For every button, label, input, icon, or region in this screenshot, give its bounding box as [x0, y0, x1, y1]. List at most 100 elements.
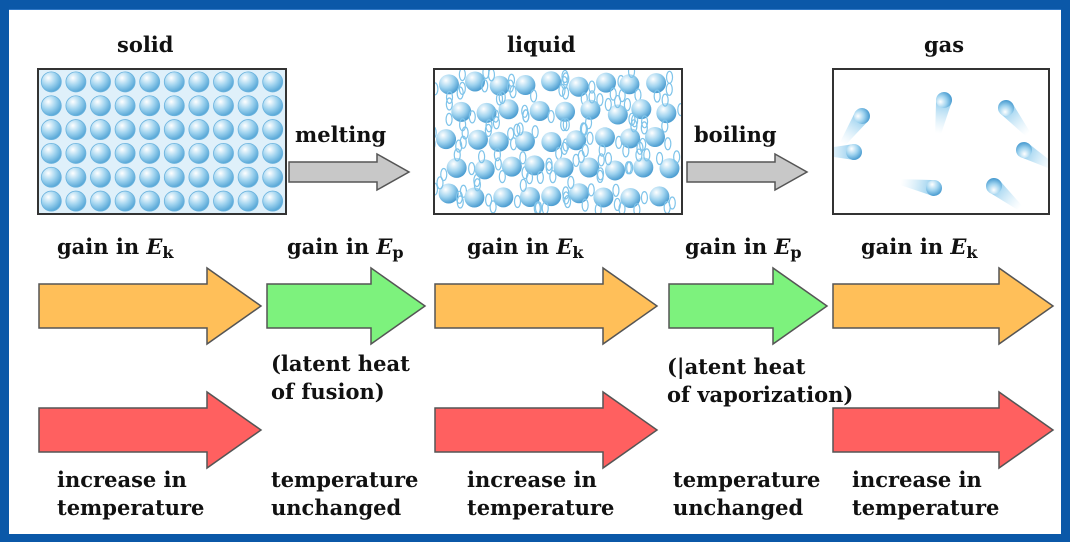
- solid-particle: [114, 166, 136, 188]
- gas-particle: [998, 100, 1031, 136]
- liquid-particle: [594, 127, 615, 148]
- motion-mark: [547, 109, 555, 124]
- potential-energy-arrow-melting: [266, 266, 427, 346]
- liquid-particle: [529, 100, 550, 121]
- solid-particle: [40, 95, 62, 117]
- liquid-particle: [644, 127, 665, 148]
- liquid-particle: [604, 160, 625, 181]
- solid-particles-box: [37, 68, 287, 215]
- gas-particles-box: [832, 68, 1050, 215]
- kinetic-energy-arrow-liquid: [434, 266, 659, 346]
- solid-particle: [90, 190, 111, 212]
- motion-mark: [663, 200, 671, 213]
- solid-particle: [237, 190, 259, 212]
- solid-particle: [40, 71, 62, 93]
- motion-mark: [643, 148, 651, 162]
- solid-particle: [213, 143, 234, 164]
- motion-mark: [655, 151, 664, 166]
- motion-mark: [485, 193, 493, 207]
- liquid-particle: [568, 76, 589, 97]
- liquid-particle: [596, 72, 617, 93]
- motion-mark: [531, 125, 539, 139]
- solid-particle: [90, 71, 111, 93]
- liquid-particle: [451, 101, 472, 122]
- liquid-particle: [498, 99, 519, 120]
- motion-mark: [561, 86, 570, 100]
- motion-mark: [665, 70, 674, 84]
- liquid-particle: [465, 71, 486, 92]
- motion-mark: [560, 141, 569, 155]
- motion-mark: [536, 170, 544, 184]
- liquid-particle: [467, 129, 488, 150]
- energy-label-3: gain in Ek: [467, 234, 584, 262]
- motion-mark: [563, 194, 572, 209]
- solid-particle: [114, 119, 136, 140]
- motion-mark: [587, 183, 595, 197]
- solid-particle: [163, 119, 185, 140]
- liquid-particle: [656, 103, 677, 124]
- motion-mark: [506, 79, 515, 93]
- state-label-solid: solid: [117, 32, 174, 57]
- solid-particle: [188, 119, 210, 140]
- motion-mark: [461, 126, 469, 140]
- motion-mark: [492, 109, 500, 123]
- solid-particle: [40, 119, 62, 140]
- liquid-particle: [438, 183, 459, 204]
- liquid-particle: [541, 131, 562, 152]
- motion-mark: [623, 97, 632, 112]
- motion-mark: [455, 139, 463, 153]
- motion-mark: [453, 148, 461, 162]
- liquid-particle: [436, 129, 457, 150]
- liquid-particle: [620, 128, 641, 149]
- solid-particle: [40, 143, 62, 164]
- motion-mark: [581, 198, 589, 212]
- liquid-particle: [474, 159, 495, 180]
- motion-mark: [627, 70, 636, 79]
- boiling-arrow: [686, 152, 809, 192]
- motion-mark: [618, 202, 626, 213]
- solid-particle: [262, 190, 284, 212]
- motion-mark: [473, 178, 481, 192]
- motion-mark: [612, 183, 620, 197]
- motion-mark: [628, 112, 636, 126]
- motion-mark: [516, 122, 524, 136]
- motion-mark: [561, 70, 569, 84]
- motion-mark: [560, 118, 568, 132]
- liquid-particle: [501, 156, 522, 177]
- motion-mark: [493, 148, 501, 162]
- solid-particle: [213, 95, 234, 117]
- liquid-particle: [488, 131, 509, 152]
- liquid-particles-illustration: [435, 70, 681, 213]
- solid-particle: [90, 95, 111, 117]
- liquid-particle: [659, 158, 680, 179]
- motion-mark: [640, 115, 649, 129]
- motion-mark: [498, 170, 506, 184]
- motion-mark: [533, 201, 541, 213]
- motion-mark: [445, 97, 453, 111]
- liquid-particles-box: [433, 68, 683, 215]
- motion-mark: [445, 90, 454, 104]
- solid-particle: [163, 190, 185, 212]
- motion-mark: [436, 176, 444, 190]
- motion-mark: [498, 90, 506, 105]
- potential-energy-arrow-boiling: [668, 266, 829, 346]
- liquid-particle: [446, 157, 467, 178]
- motion-mark: [478, 150, 486, 164]
- motion-mark: [661, 93, 669, 107]
- gas-particle: [899, 179, 942, 196]
- liquid-particle: [620, 187, 641, 208]
- motion-mark: [495, 92, 504, 106]
- motion-mark: [598, 143, 606, 157]
- motion-mark: [567, 175, 575, 189]
- liquid-particle: [514, 131, 535, 152]
- motion-mark: [562, 191, 570, 205]
- solid-particle: [237, 119, 259, 140]
- temperature-label-2: temperature unchanged: [271, 467, 419, 520]
- solid-particle: [188, 95, 210, 117]
- liquid-particle: [619, 74, 640, 95]
- latent-heat-fusion-label: (latent heat of fusion): [271, 351, 410, 404]
- motion-mark: [489, 200, 497, 213]
- motion-mark: [653, 89, 661, 103]
- motion-mark: [435, 82, 439, 96]
- motion-mark: [519, 151, 527, 165]
